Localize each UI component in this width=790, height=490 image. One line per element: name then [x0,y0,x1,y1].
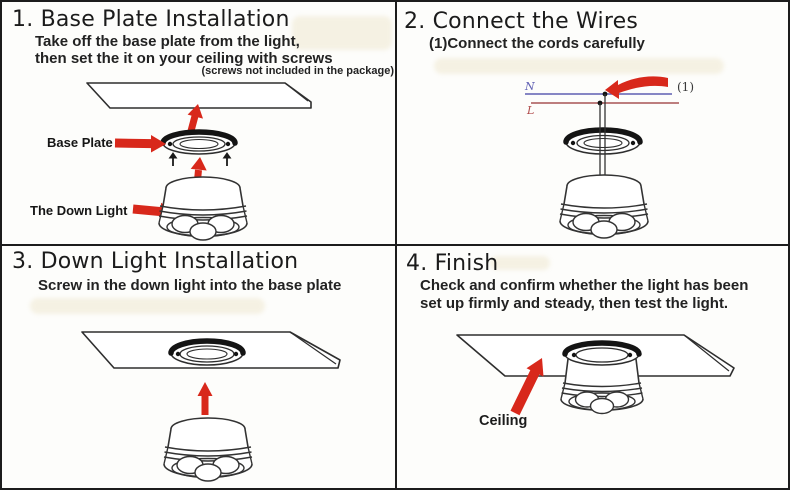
step1-title: 1. Base Plate Installation [12,7,290,32]
callout-1-label: (1) [677,80,694,94]
step4-diagram [456,334,735,416]
curved-pointer-arrow [605,76,668,99]
base-plate-ring [168,338,246,366]
live-wire-label: L [527,104,535,117]
background-smudge [434,58,724,74]
base-plate-ring [563,127,643,155]
up-arrow [197,382,213,415]
ceiling-pointer-arrow [510,358,544,416]
base-plate-ring [562,340,642,366]
step1-body-line2: then set the it on your ceiling with scr… [35,50,333,67]
panel-divider-horizontal [2,244,788,246]
background-smudge [292,16,392,50]
down-light-drawing [560,358,644,415]
background-smudge [30,298,265,314]
ceiling-plate [86,82,312,109]
step1-note: (screws not included in the package) [201,65,394,77]
step3-title: 3. Down Light Installation [12,249,299,274]
step2-title: 2. Connect the Wires [404,9,638,34]
down-light-label: The Down Light [30,203,128,218]
step3-diagram [81,331,341,482]
neutral-wire-label: N [525,80,535,93]
background-smudge [490,256,550,270]
down-light-drawing [158,176,248,241]
ceiling-label: Ceiling [479,413,528,429]
step4-body-line1: Check and confirm whether the light has … [420,277,749,294]
step1-diagram [86,82,312,241]
step3-body-line1: Screw in the down light into the base pl… [38,277,342,294]
base-plate-pointer-arrow [114,135,166,153]
down-light-drawing [163,417,253,482]
step1-body-line1: Take off the base plate from the light, [35,33,300,50]
base-plate-ring [160,129,238,155]
step4-title: 4. Finish [406,251,499,276]
step2-diagram [525,76,679,239]
step4-body-line2: set up firmly and steady, then test the … [420,295,729,312]
screw-icon [168,152,232,166]
down-light-drawing [559,174,649,239]
step2-body-line1: (1)Connect the cords carefully [429,35,645,52]
up-arrow-to-plate [187,104,203,132]
base-plate-label: Base Plate [47,135,113,150]
